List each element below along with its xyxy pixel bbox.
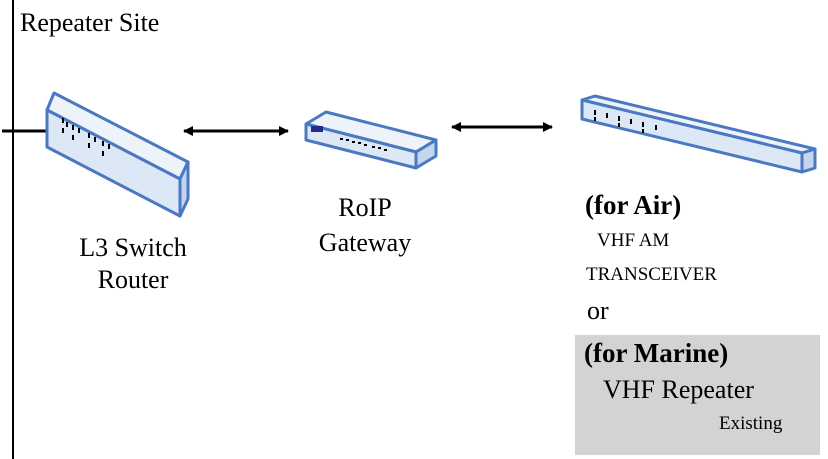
gateway-label-line1: RoIP — [338, 193, 392, 222]
transceiver-label: TRANSCEIVER — [586, 264, 717, 285]
existing-label: Existing — [719, 413, 783, 434]
site-title: Repeater Site — [20, 8, 160, 37]
for-air-label: (for Air) — [585, 190, 682, 220]
gateway-device-icon — [304, 110, 438, 170]
router-label-line1: L3 Switch — [79, 233, 187, 262]
router-label: L3 Switch Router — [58, 232, 208, 295]
gateway-label-line2: Gateway — [318, 228, 412, 258]
or-label: or — [587, 296, 609, 325]
for-marine-label: (for Marine) — [584, 338, 729, 368]
vhf-repeater-label: VHF Repeater — [603, 375, 754, 404]
router-label-line2: Router — [97, 264, 169, 294]
router-device-icon — [45, 91, 190, 218]
vhf-am-label: VHF AM — [597, 230, 670, 251]
existing-equipment-box — [575, 335, 820, 455]
transceiver-device-icon — [580, 94, 817, 174]
gateway-label: RoIP Gateway — [300, 190, 430, 260]
